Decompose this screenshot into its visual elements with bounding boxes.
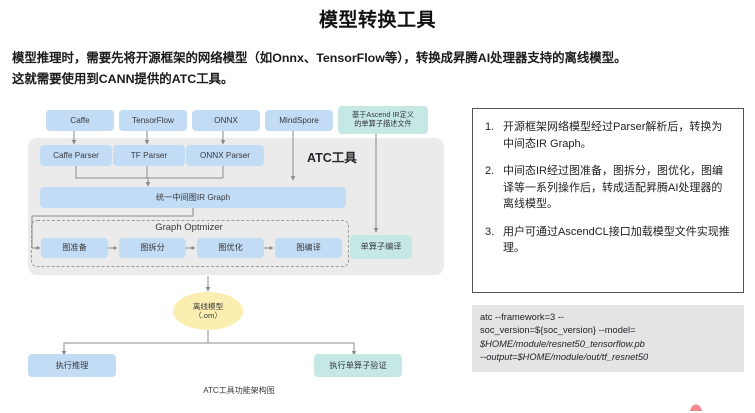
node-caffe-parser[interactable]: Caffe Parser [40, 145, 112, 166]
atc-command-box: atc --framework=3 -- soc_version=${soc_v… [472, 305, 744, 372]
diagram-caption: ATC工具功能架构图 [203, 386, 275, 395]
node-single-op-compile[interactable]: 单算子编译 [350, 235, 412, 259]
notes-panel: 1. 开源框架网络模型经过Parser解析后，转换为中间态IR Graph。 2… [472, 108, 744, 293]
note-number: 2. [485, 165, 495, 177]
node-execute-single-op-verify[interactable]: 执行单算子验证 [314, 354, 402, 377]
note-text: 中间态IR经过图准备，图拆分，图优化，图编译等一系列操作后，转成适配昇腾AI处理… [503, 165, 723, 210]
node-caffe-label: Caffe [70, 115, 90, 125]
node-offline-model-line-1: 离线模型 [192, 301, 224, 311]
node-graph-optimize[interactable]: 图优化 [197, 238, 264, 258]
node-graph-split-label: 图拆分 [140, 243, 165, 253]
subtitle-line-2: 这就需要使用到CANN提供的ATC工具。 [12, 72, 234, 86]
node-tensorflow[interactable]: TensorFlow [119, 110, 187, 131]
note-item: 2. 中间态IR经过图准备，图拆分，图优化，图编译等一系列操作后，转成适配昇腾A… [485, 163, 731, 213]
node-tf-parser-label: TF Parser [130, 150, 168, 160]
node-tf-parser[interactable]: TF Parser [113, 145, 185, 166]
node-execute-single-op-verify-label: 执行单算子验证 [329, 360, 387, 370]
command-line-1: atc --framework=3 -- [480, 312, 564, 322]
node-offline-model-line-2: （.om） [194, 311, 222, 320]
command-line-2: soc_version=${soc_version} --model= [480, 325, 636, 336]
node-graph-compile[interactable]: 图编译 [275, 238, 342, 258]
note-number: 3. [485, 225, 495, 238]
node-mindspore[interactable]: MindSpore [265, 110, 333, 131]
node-caffe-parser-label: Caffe Parser [53, 150, 99, 160]
node-graph-prepare[interactable]: 图准备 [41, 238, 108, 258]
subtitle-line-1: 模型推理时，需要先将开源框架的网络模型（如Onnx、TensorFlow等），转… [12, 51, 627, 65]
node-onnx-label: ONNX [214, 115, 238, 125]
node-onnx[interactable]: ONNX [192, 110, 260, 131]
note-item: 3. 用户可通过AscendCL接口加载模型文件实现推理。 [485, 224, 731, 257]
command-line-3: $HOME/module/resnet50_tensorflow.pb [480, 338, 645, 349]
graph-optimizer-group [31, 220, 349, 267]
node-ascend-ir-desc-file[interactable]: 基于Ascend IR定义 的单算子描述文件 [338, 106, 428, 134]
node-ir-graph[interactable]: 统一中间图IR Graph [40, 187, 346, 208]
node-ascend-ir-line-2: 的单算子描述文件 [354, 119, 412, 128]
node-ir-graph-label: 统一中间图IR Graph [155, 192, 231, 202]
note-item: 1. 开源框架网络模型经过Parser解析后，转换为中间态IR Graph。 [485, 119, 731, 152]
node-mindspore-label: MindSpore [279, 115, 319, 125]
node-execute-inference-label: 执行推理 [55, 360, 89, 370]
note-number: 1. [485, 121, 495, 133]
node-onnx-parser[interactable]: ONNX Parser [186, 145, 264, 166]
node-graph-compile-label: 图编译 [296, 243, 321, 253]
command-line-4: --output=$HOME/module/out/tf_resnet50 [480, 352, 649, 363]
page-subtitle: 模型推理时，需要先将开源框架的网络模型（如Onnx、TensorFlow等），转… [12, 48, 744, 90]
note-text: 用户可通过AscendCL接口加载模型文件实现推理。 [503, 225, 730, 255]
note-text: 开源框架网络模型经过Parser解析后，转换为中间态IR Graph。 [503, 121, 723, 150]
brand-watermark-icon [690, 404, 702, 411]
node-onnx-parser-label: ONNX Parser [199, 150, 251, 160]
graph-optimizer-label: Graph Optmizer [155, 222, 223, 233]
page-title: 模型转换工具 [318, 10, 436, 31]
node-execute-inference[interactable]: 执行推理 [28, 354, 116, 377]
node-single-op-compile-label: 单算子编译 [360, 242, 402, 252]
atc-tool-label: ATC工具 [307, 151, 357, 165]
node-tensorflow-label: TensorFlow [132, 115, 174, 125]
node-graph-optimize-label: 图优化 [218, 243, 243, 253]
node-graph-split[interactable]: 图拆分 [119, 238, 186, 258]
node-ascend-ir-line-1: 基于Ascend IR定义 [352, 110, 414, 120]
node-caffe[interactable]: Caffe [46, 110, 114, 131]
atc-architecture-diagram: Caffe TensorFlow ONNX MindSpore 基于Ascend… [18, 100, 460, 400]
node-offline-model[interactable]: 离线模型 （.om） [173, 292, 243, 330]
node-graph-prepare-label: 图准备 [62, 243, 87, 253]
